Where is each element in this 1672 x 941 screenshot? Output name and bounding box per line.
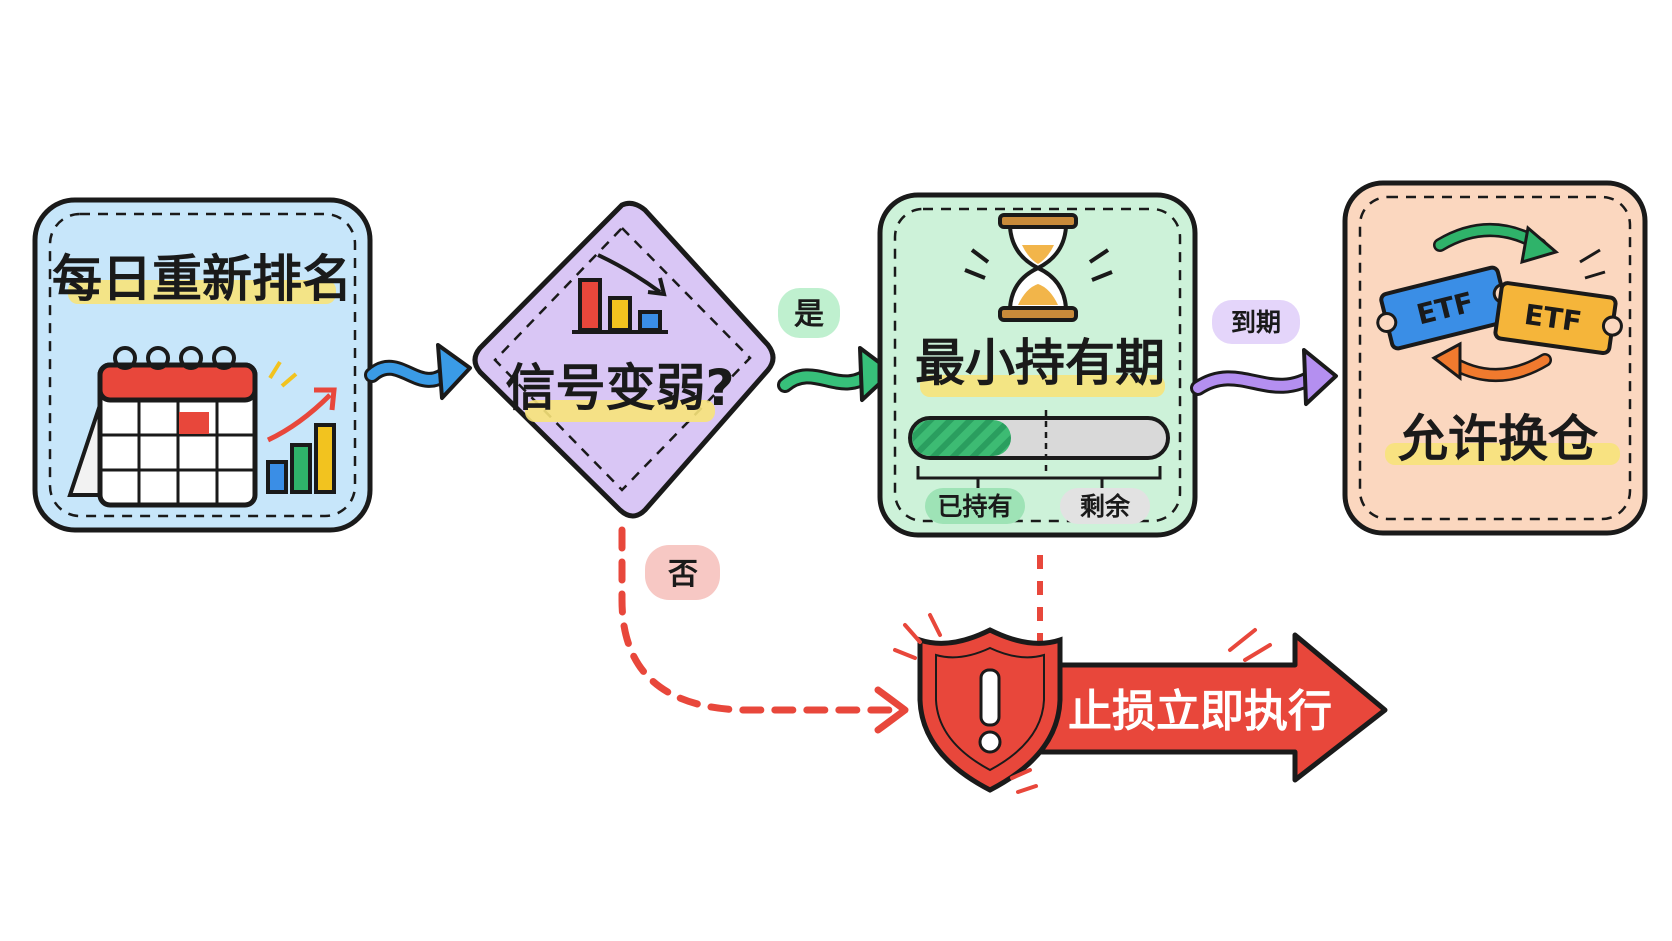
node-daily-rank: 每日重新排名: [32, 197, 373, 533]
signal-weak-diamond: [472, 200, 776, 519]
growth-chart-icon: [266, 360, 337, 494]
min-hold-label: 最小持有期: [915, 334, 1165, 392]
node-min-hold: 最小持有期 已持有 剩余: [877, 192, 1198, 538]
held-label: 已持有: [937, 492, 1012, 521]
node-signal-weak: 信号变弱?: [472, 200, 776, 519]
swap-arrows-icon: [1431, 223, 1560, 382]
arrow-no: 否: [618, 526, 909, 734]
allow-switch-label: 允许换仓: [1398, 410, 1599, 468]
etf-ticket-b-text: ETF: [1522, 298, 1583, 339]
node-allow-switch: 允许换仓 ETF ETF: [1342, 180, 1648, 536]
stop-loss-label: 止损立即执行: [1068, 686, 1332, 737]
arrow-expire: 到期: [1190, 300, 1338, 406]
signal-weak-label: 信号变弱?: [505, 359, 734, 417]
stop-loss-arrow: [1027, 632, 1388, 783]
node-stop-loss: 止损立即执行: [893, 613, 1388, 794]
expire-label: 到期: [1231, 308, 1281, 337]
calendar-icon: [67, 346, 258, 508]
etf-ticket-icon-a: ETF: [1376, 265, 1514, 351]
arrow-yes: 是: [777, 288, 894, 402]
declining-chart-icon: [572, 253, 668, 334]
warning-shield-icon: [917, 627, 1063, 793]
no-label: 否: [668, 557, 698, 592]
daily-rank-label: 每日重新排名: [52, 250, 352, 308]
hourglass-icon: [964, 213, 1113, 322]
etf-ticket-icon-b: ETF: [1493, 281, 1623, 356]
yes-label: 是: [794, 297, 824, 332]
remaining-label: 剩余: [1080, 492, 1131, 521]
arrow-rank-to-signal: [364, 343, 472, 400]
hold-progress-bar: [908, 410, 1170, 490]
